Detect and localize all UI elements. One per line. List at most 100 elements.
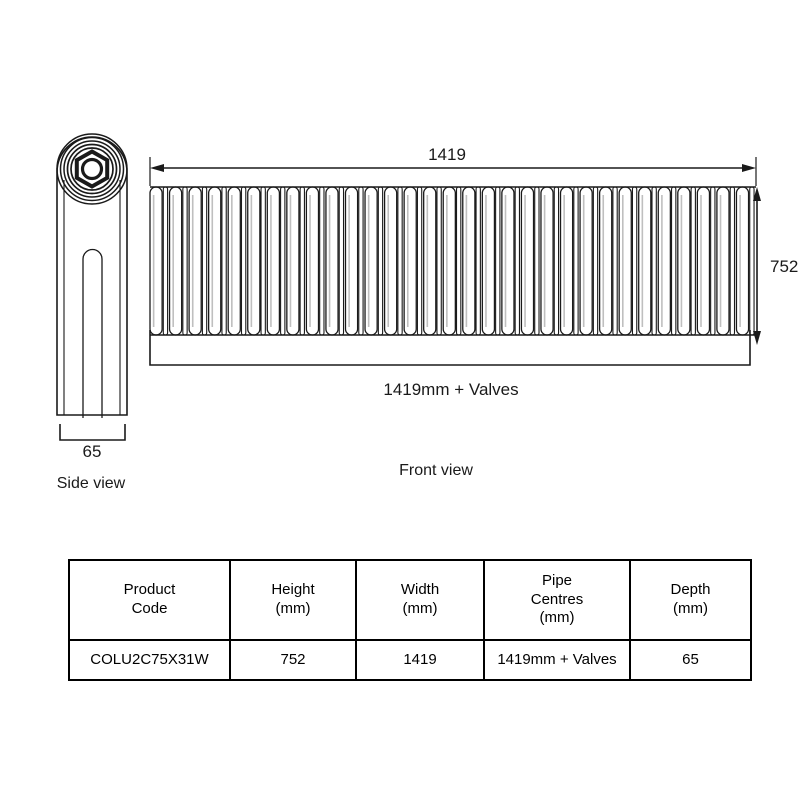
front-view-width-dimension: 1419 [149, 145, 757, 186]
radiator-column [286, 186, 300, 336]
radiator-column [677, 186, 691, 336]
table-header-row: Product Code Height (mm) Width (mm) Pipe… [68, 559, 752, 641]
radiator-column [735, 186, 750, 336]
radiator-column [305, 186, 320, 336]
side-view-hex-nut [74, 149, 110, 189]
radiator-column-rear [573, 186, 579, 336]
front-view-pipe-centres-value: 1419mm + Valves [383, 380, 518, 399]
radiator-column-rear [260, 186, 266, 336]
radiator-column [168, 186, 183, 336]
radiator-column-rear [280, 186, 286, 336]
radiator-column-rear [397, 186, 403, 336]
front-view-height-value: 752 [770, 257, 798, 276]
radiator-column-rear [377, 186, 384, 336]
radiator-column [188, 186, 202, 336]
width-arrow-right [742, 164, 756, 172]
header-line-1: Width [400, 581, 440, 599]
radiator-column-rear [514, 186, 521, 336]
radiator-column [247, 186, 261, 336]
radiator-column [227, 186, 241, 336]
radiator-column-rear [358, 186, 364, 336]
front-view-pipe-centres-bracket [149, 330, 751, 366]
radiator-column-rear [729, 186, 736, 336]
radiator-column [579, 186, 593, 336]
radiator-column [207, 186, 222, 336]
radiator-column [325, 186, 339, 336]
radiator-column-rear [436, 186, 442, 336]
radiator-column-rear [592, 186, 599, 336]
table-header-product-code: Product Code [68, 559, 231, 641]
table-row: COLU2C75X31W 752 1419 1419mm + Valves 65 [68, 639, 752, 681]
width-arrow-left [150, 164, 164, 172]
table-header-depth: Depth (mm) [629, 559, 752, 641]
radiator-column [638, 186, 652, 336]
radiator-column [462, 186, 476, 336]
radiator-column [559, 186, 574, 336]
radiator-column-rear [299, 186, 305, 336]
side-view-label: Side view [57, 475, 126, 492]
radiator-column-rear [221, 186, 227, 336]
radiator-column [520, 186, 535, 336]
radiator-column [696, 186, 711, 336]
header-line-1: Pipe [541, 571, 573, 589]
front-view-label: Front view [399, 462, 473, 479]
height-arrow-bottom [753, 331, 761, 345]
radiator-column [618, 186, 632, 336]
radiator-column-rear [651, 186, 657, 336]
cell-product-code: COLU2C75X31W [68, 639, 231, 681]
table-header-pipe-centres: Pipe Centres (mm) [483, 559, 631, 641]
cell-depth: 65 [629, 639, 752, 681]
side-view-depth-value: 65 [83, 442, 102, 461]
radiator-column-rear [338, 186, 345, 336]
radiator-column-rear [690, 186, 696, 336]
front-view-columns [149, 186, 755, 336]
radiator-column [657, 186, 672, 336]
radiator-column-rear [162, 186, 169, 336]
radiator-column-rear [710, 186, 716, 336]
radiator-column [540, 186, 554, 336]
header-line-2: Centres [530, 590, 584, 608]
radiator-column-rear [612, 186, 618, 336]
radiator-column [598, 186, 613, 336]
radiator-column-rear [534, 186, 540, 336]
radiator-column [481, 186, 496, 336]
header-line-1: Height [271, 581, 315, 599]
radiator-column [344, 186, 359, 336]
header-line-3: (mm) [539, 609, 575, 627]
radiator-column [442, 186, 456, 336]
radiator-column-rear [495, 186, 501, 336]
radiator-column-rear [671, 186, 677, 336]
cell-height: 752 [229, 639, 357, 681]
front-view-width-value: 1419 [428, 145, 466, 164]
header-line-2: (mm) [402, 600, 438, 617]
header-line-2: (mm) [275, 600, 311, 617]
height-arrow-top [753, 187, 761, 201]
radiator-column [501, 186, 515, 336]
radiator-column-rear [553, 186, 560, 336]
header-line-2: (mm) [673, 600, 708, 617]
header-line-2: Code [131, 600, 168, 617]
header-line-1: Depth [670, 581, 711, 599]
radiator-column-rear [319, 186, 325, 336]
cell-pipe-centres: 1419mm + Valves [483, 639, 631, 681]
header-line-1: Product [123, 581, 176, 599]
radiator-column-rear [201, 186, 208, 336]
radiator-column [364, 186, 378, 336]
side-view-concentric-rings [56, 133, 128, 205]
cell-width: 1419 [355, 639, 485, 681]
front-view-height-dimension: 752 [753, 187, 798, 345]
radiator-column-rear [182, 186, 188, 336]
radiator-column-rear [749, 186, 755, 336]
table-header-height: Height (mm) [229, 559, 357, 641]
table-header-width: Width (mm) [355, 559, 485, 641]
radiator-column [403, 186, 417, 336]
radiator-column-rear [416, 186, 423, 336]
radiator-column-rear [475, 186, 481, 336]
radiator-column [149, 186, 163, 336]
radiator-column-rear [631, 186, 638, 336]
front-view-group: 1419 752 1419mm + Valves Front view [149, 145, 798, 479]
specification-table: Product Code Height (mm) Width (mm) Pipe… [68, 559, 752, 681]
radiator-column [716, 186, 730, 336]
side-view-center-slot [82, 248, 103, 418]
